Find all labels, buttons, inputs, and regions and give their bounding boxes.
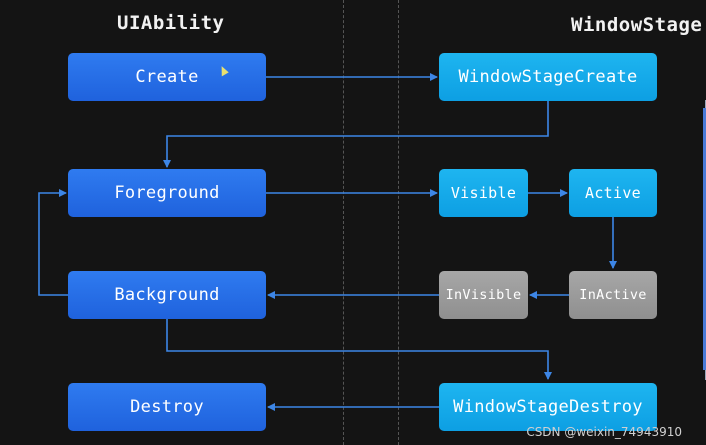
right-edge-panel (703, 108, 706, 370)
arrow-background-to-windowstagedestroy (166, 319, 552, 380)
divider-line-left (343, 0, 344, 445)
watermark-text: CSDN @weixin_74943910 (526, 425, 682, 439)
windowstagedestroy-node: WindowStageDestroy (439, 383, 657, 431)
divider-line-right (398, 0, 399, 445)
uiability-heading: UIAbility (117, 12, 225, 34)
visible-node: Visible (439, 169, 528, 217)
create-node: Create (68, 53, 266, 101)
arrow-background-to-foreground (38, 189, 68, 296)
arrow-windowstagecreate-to-foreground (163, 101, 549, 168)
windowstage-heading: WindowStage (571, 14, 703, 36)
active-node: Active (569, 169, 657, 217)
windowstagecreate-node: WindowStageCreate (439, 53, 657, 101)
foreground-node: Foreground (68, 169, 266, 217)
inactive-node: InActive (569, 271, 657, 319)
invisible-node: InVisible (439, 271, 528, 319)
background-node: Background (68, 271, 266, 319)
destroy-node: Destroy (68, 383, 266, 431)
